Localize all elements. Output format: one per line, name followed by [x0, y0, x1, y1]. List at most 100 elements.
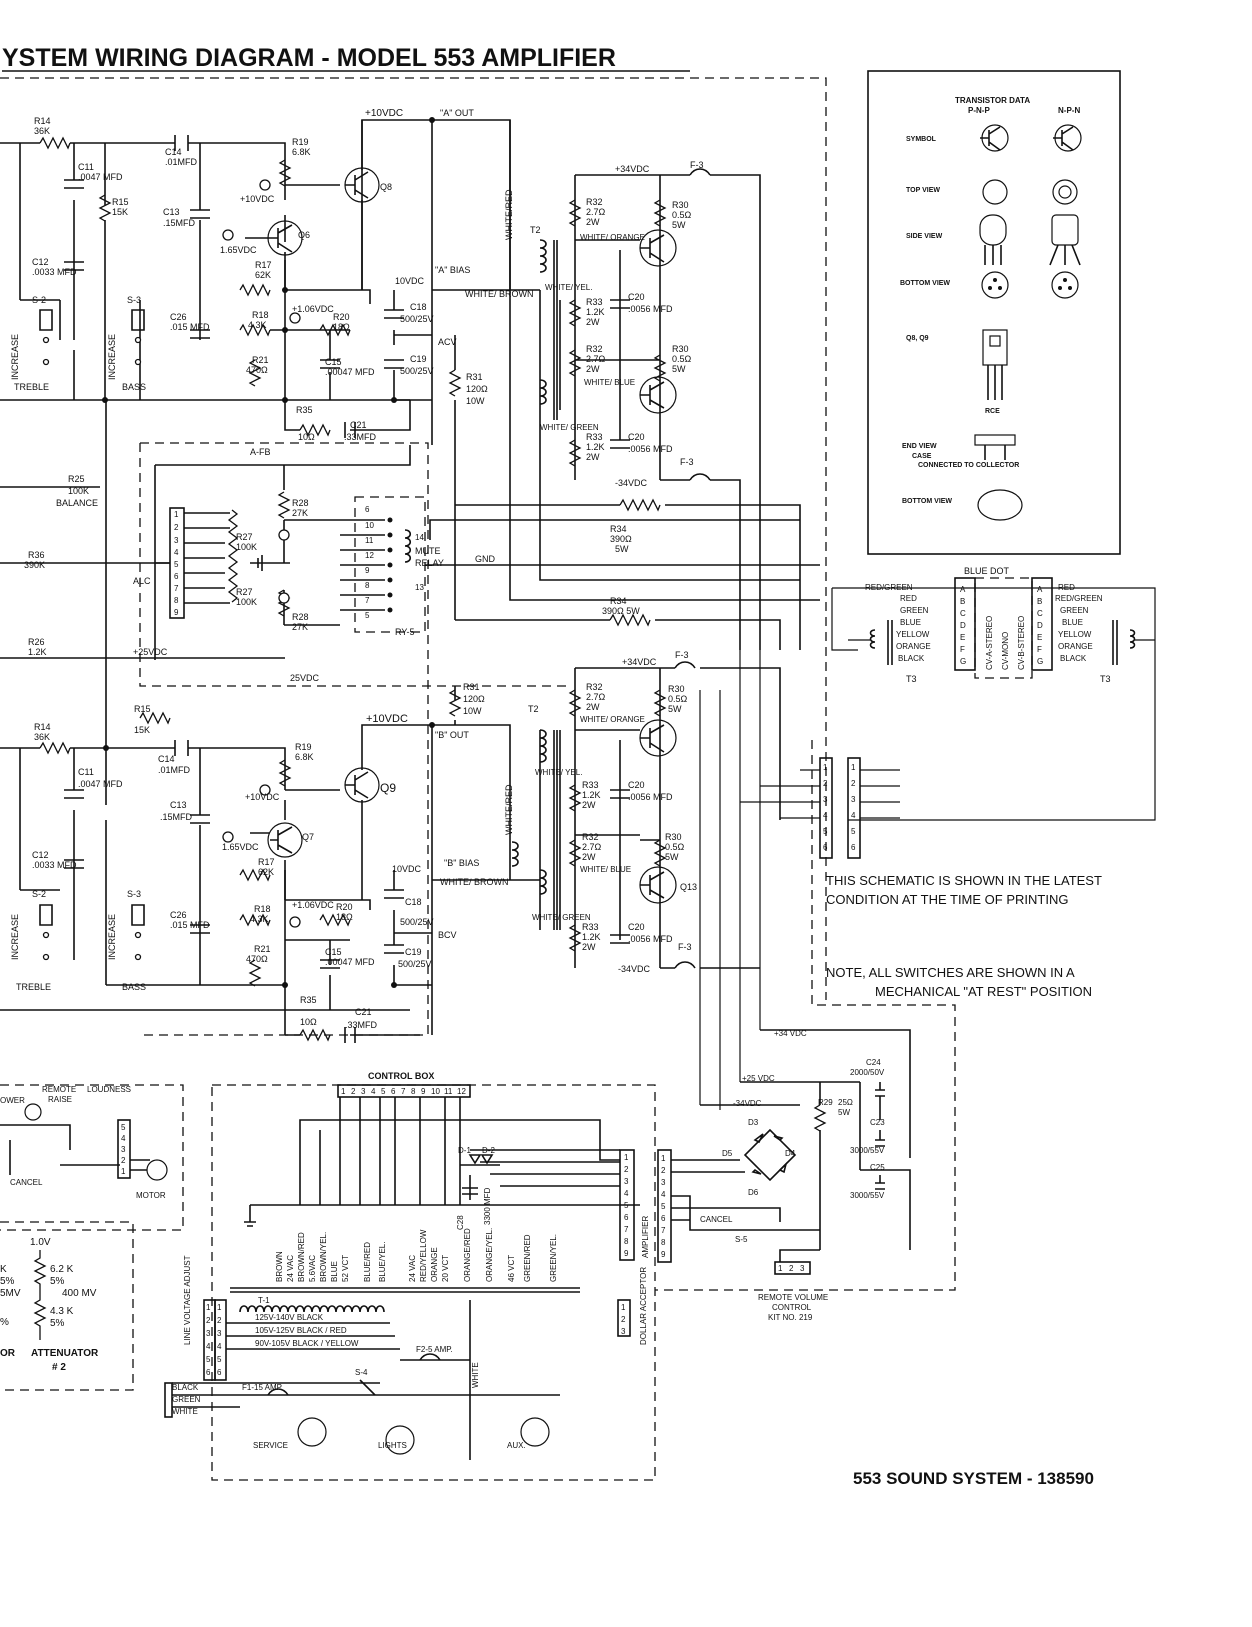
label-control_box-top_pins-7: 8	[411, 1087, 416, 1096]
label-ch2-n34: -34VDC	[618, 964, 651, 974]
label-speaker-a_pins-4: E	[960, 633, 965, 642]
label-control_box-f2: F2-5 AMP.	[416, 1345, 453, 1354]
label-control_box-wires-3: 5.6VAC	[308, 1255, 317, 1282]
label-ch2-q7: Q7	[302, 832, 314, 842]
label-control_box-lv_pins-3: 4	[206, 1342, 211, 1351]
label-ch1-afb: A-FB	[250, 447, 271, 457]
label-remote-motor: MOTOR	[136, 1191, 166, 1200]
label-speaker-plug_pins-1: 2	[851, 779, 856, 788]
label-ch1-r17: R17	[255, 260, 272, 270]
label-ch2-r19: R19	[295, 742, 312, 752]
label-mid-relay_pins-1: 10	[365, 521, 374, 530]
label-attenuator-v400: 400 MV	[62, 1288, 97, 1299]
label-ch2-c13v: .15MFD	[160, 812, 193, 822]
label-ch1-increase: INCREASE	[10, 334, 20, 380]
label-ch1-r30v: 0.5Ω	[672, 210, 692, 220]
label-ch2-r30v: 0.5Ω	[668, 694, 688, 704]
label-ch2-r20v: 18Ω	[336, 912, 353, 922]
label-remote-remote: REMOTE	[42, 1085, 76, 1094]
label-ch2-c14: C14	[158, 754, 175, 764]
label-mid-alc: ALC	[133, 576, 151, 586]
label-control_box-wires-14: ORANGE/YEL.	[485, 1228, 494, 1282]
label-control_box-side_pins-0: 1	[624, 1153, 629, 1162]
label-ch2-c21v: .33MFD	[345, 1020, 378, 1030]
label-speaker-mono_labels-1: CV-MONO	[1001, 632, 1010, 670]
label-control_box-lv_pins-5: 6	[217, 1368, 222, 1377]
label-power_supply-amp_pins-0: 1	[661, 1154, 666, 1163]
label-ch1-r33v: 1.2K	[586, 307, 605, 317]
label-control_box-white: WHITE	[471, 1362, 480, 1388]
label-speaker-blue_dot: BLUE DOT	[964, 566, 1010, 576]
label-transistor_data-npn: N-P-N	[1058, 106, 1080, 115]
label-mid-relay_pins-3: 12	[365, 551, 374, 560]
label-mid-relay_pins-4: 9	[365, 566, 370, 575]
label-control_box-dollar_pins-0: 1	[621, 1303, 626, 1312]
label-ch2-bcv: BCV	[438, 930, 457, 940]
label-control_box-wires-15: 46 VCT	[507, 1255, 516, 1282]
label-ch1-n34: -34VDC	[615, 478, 648, 488]
label-power_supply-n34: -34VDC	[733, 1099, 762, 1108]
label-control_box-top_pins-6: 7	[401, 1087, 406, 1096]
label-ch2-white_orange: WHITE/ ORANGE	[580, 715, 645, 724]
label-control_box-top_pins-2: 3	[361, 1087, 366, 1096]
label-control_box-white2: WHITE	[172, 1407, 198, 1416]
amp-chassis-boundary	[0, 77, 827, 1000]
label-mid-pins-7: 8	[174, 596, 179, 605]
label-ch2-c12: C12	[32, 850, 49, 860]
label-power_supply-amp_pins-1: 2	[661, 1166, 666, 1175]
label-power_supply-cancel: CANCEL	[700, 1215, 733, 1224]
label-ch1-r14v: 36K	[34, 126, 50, 136]
label-ch2-p34: +34VDC	[622, 657, 657, 667]
label-remote-pins-3: 2	[121, 1156, 126, 1165]
label-ch1-r32v: 2.7Ω	[586, 354, 606, 364]
label-ch1-p34: +34VDC	[615, 164, 650, 174]
label-power_supply-amp_pins-8: 9	[661, 1250, 666, 1259]
notes: THIS SCHEMATIC IS SHOWN IN THE LATEST CO…	[826, 873, 1102, 999]
label-ch2-r20: R20	[336, 902, 353, 912]
label-control_box-line_voltage: LINE VOLTAGE ADJUST	[183, 1255, 192, 1345]
label-ch1-c11: C11	[78, 162, 94, 172]
label-ch1-white_brown: WHITE/ BROWN	[465, 289, 534, 299]
label-ch1-c15: C15	[325, 357, 342, 367]
label-notes-line3: NOTE, ALL SWITCHES ARE SHOWN IN A	[826, 965, 1075, 980]
label-power_supply-amp_pins-6: 7	[661, 1226, 666, 1235]
label-power_supply-r29: R29	[818, 1098, 833, 1107]
label-notes-line2: CONDITION AT THE TIME OF PRINTING	[826, 892, 1068, 907]
label-control_box-c28v: 3300 MFD	[483, 1187, 492, 1225]
label-speaker-a_pins-6: G	[1037, 657, 1043, 666]
label-ch2-c20v: .0056 MFD	[628, 792, 673, 802]
label-control_box-side_pins-7: 8	[624, 1237, 629, 1246]
label-speaker-a_pins-5: F	[1037, 645, 1042, 654]
label-control_box-top_pins-9: 10	[431, 1087, 440, 1096]
label-ch1-r30w: 5W	[672, 364, 686, 374]
label-ch1-white_blue: WHITE/ BLUE	[584, 378, 635, 387]
label-attenuator-or: OR	[0, 1348, 16, 1359]
label-remote-raise: RAISE	[48, 1095, 72, 1104]
label-power_supply-remote_pins-0: 1	[778, 1264, 783, 1273]
label-attenuator-num: # 2	[52, 1362, 66, 1373]
label-attenuator-mv: 5MV	[0, 1288, 21, 1299]
label-ch2-increase: INCREASE	[10, 914, 20, 960]
label-speaker-a_pins-3: D	[1037, 621, 1043, 630]
label-speaker-left_colors-6: BLACK	[898, 654, 925, 663]
label-notes-line4: MECHANICAL "AT REST" POSITION	[875, 984, 1092, 999]
label-control_box-wires-13: ORANGE/RED	[463, 1228, 472, 1282]
label-ch2-white_yel: WHITE/ YEL.	[535, 768, 582, 777]
label-ch1-white_green: WHITE/ GREEN	[540, 423, 599, 432]
label-transistor_data-rows-3: BOTTOM VIEW	[900, 280, 950, 287]
label-mid-pins-5: 6	[174, 572, 179, 581]
label-speaker-left_colors-3: BLUE	[900, 618, 921, 627]
label-power_supply-c25v: 3000/55V	[850, 1191, 885, 1200]
label-mid-ry5: RY-5	[395, 627, 415, 637]
label-power_supply-amp_pins-3: 4	[661, 1190, 666, 1199]
label-ch2-c11: C11	[78, 767, 94, 777]
label-power_supply-amp_pins-5: 6	[661, 1214, 666, 1223]
label-speaker-plug_pins-0: 1	[823, 763, 828, 772]
label-ch1-r32: R32	[586, 344, 603, 354]
label-speaker-a_pins-6: G	[960, 657, 966, 666]
label-mid-relay: RELAY	[415, 558, 444, 568]
label-transistor_data-rce: RCE	[985, 408, 1000, 415]
label-mid-r36: R36	[28, 550, 45, 560]
label-mid-r36v: 390K	[24, 560, 45, 570]
label-speaker-right_colors-1: RED/GREEN	[1055, 594, 1103, 603]
